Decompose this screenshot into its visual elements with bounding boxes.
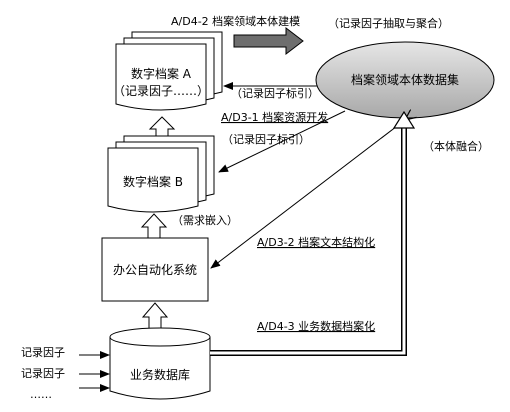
extract-aggregate-label: （记录因子抽取与聚合）: [328, 16, 449, 30]
archive-b-title: 数字档案 B: [123, 174, 183, 189]
structuring-arrow: [211, 120, 405, 268]
record-factor-label-1: 记录因子: [21, 346, 65, 359]
process-a-d3-2-label: A/D3-2 档案文本结构化: [257, 235, 375, 249]
up-arrow-db-to-office: [141, 302, 169, 332]
process-a-d3-1-label: A/D3-1 档案资源开发: [221, 110, 328, 124]
process-a-d4-2-label: A/D4-2 档案领域本体建模: [171, 14, 300, 28]
business-database: 业务数据库: [109, 327, 211, 400]
office-automation-label: 办公自动化系统: [113, 262, 197, 277]
ontology-dataset-label: 档案领域本体数据集: [351, 72, 459, 87]
ontology-fusion-label: （本体融合）: [423, 139, 489, 153]
office-automation-box: 办公自动化系统: [101, 237, 209, 302]
business-db-label: 业务数据库: [130, 367, 190, 382]
record-factor-label-2: 记录因子: [21, 367, 65, 380]
factor-index-label-2: （记录因子标引）: [222, 132, 310, 146]
digital-archive-a: 数字档案 A （记录因子……）: [113, 31, 223, 111]
archive-a-subtitle: （记录因子……）: [113, 84, 209, 98]
factor-index-label-1: （记录因子标引）: [231, 86, 319, 100]
archive-a-title: 数字档案 A: [131, 66, 192, 81]
ellipsis-label: ……: [30, 388, 52, 401]
process-a-d4-3-label: A/D4-3 业务数据档案化: [257, 319, 375, 333]
fusion-connector: [210, 110, 416, 356]
modeling-block-arrow: [233, 26, 304, 56]
demand-embed-label: （需求嵌入）: [172, 214, 238, 227]
up-arrow-office-to-b: [140, 213, 168, 239]
ontology-dataset-ellipse: 档案领域本体数据集: [315, 41, 495, 119]
digital-archive-b: 数字档案 B: [107, 135, 215, 213]
